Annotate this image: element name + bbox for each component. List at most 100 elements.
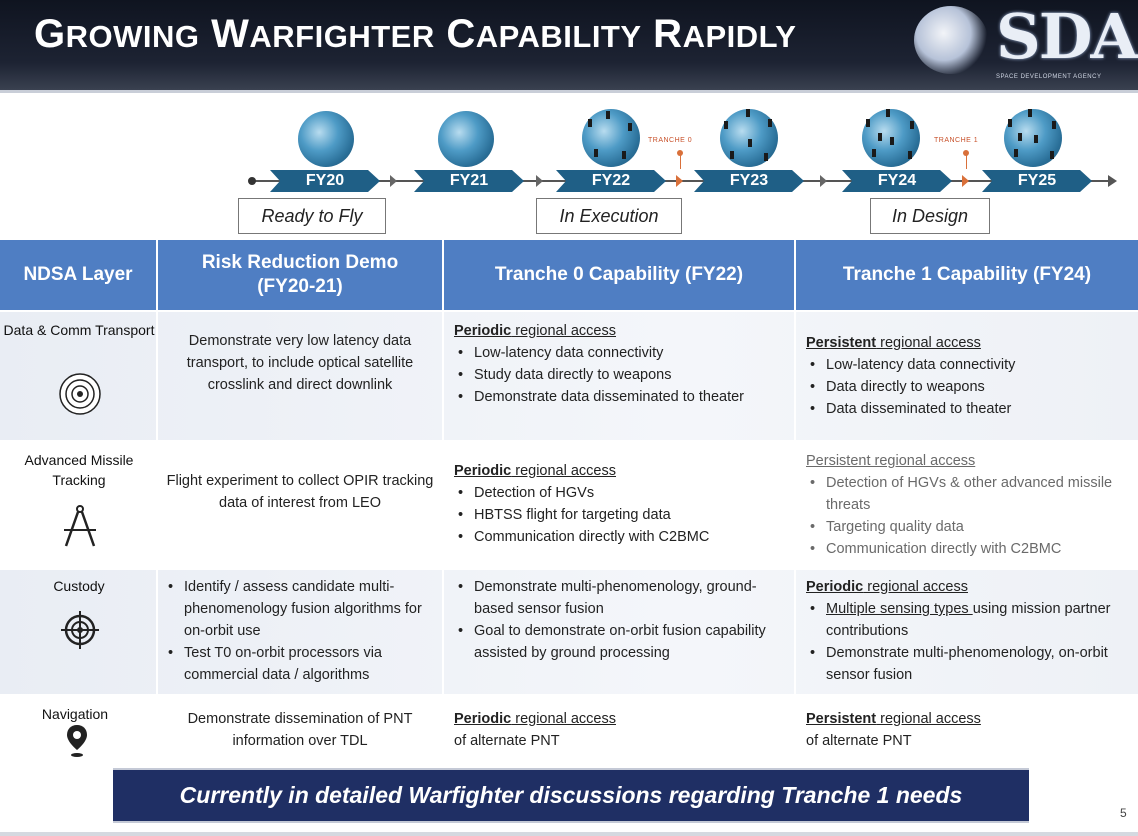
slide-title: GROWING WARFIGHTER CAPABILITY RAPIDLY bbox=[34, 12, 797, 56]
list-item: Targeting quality data bbox=[806, 516, 1134, 538]
fy23-arrow: FY23 bbox=[694, 170, 804, 192]
phase-in-design: In Design bbox=[870, 198, 990, 234]
tracking-compass-icon bbox=[64, 505, 96, 547]
fy20-arrow: FY20 bbox=[270, 170, 380, 192]
list-item: HBTSS flight for targeting data bbox=[454, 504, 786, 526]
list-item: Low-latency data connectivity bbox=[454, 342, 786, 364]
tranche1-cell: Periodic regional access Multiple sensin… bbox=[806, 576, 1134, 686]
risk-demo-cell: Demonstrate dissemination of PNT informa… bbox=[187, 711, 413, 749]
list-item: Test T0 on-orbit processors via commerci… bbox=[164, 642, 436, 686]
column-divider bbox=[156, 312, 158, 696]
tranche0-cell: Demonstrate multi-phenomenology, ground-… bbox=[454, 576, 786, 664]
tranche-1-label: TRANCHE 1 bbox=[934, 137, 979, 144]
concentric-rings-icon bbox=[59, 373, 101, 415]
tranche-0-label: TRANCHE 0 bbox=[648, 137, 693, 144]
globe-icon bbox=[914, 6, 988, 74]
column-divider bbox=[442, 312, 444, 696]
list-item: Study data directly to weapons bbox=[454, 364, 786, 386]
access-level: Persistent regional access bbox=[806, 335, 981, 351]
header-risk-reduction-demo: Risk Reduction Demo (FY20-21) bbox=[158, 240, 442, 310]
tranche-0-tick bbox=[680, 155, 681, 169]
list-item: Communication directly with C2BMC bbox=[454, 526, 786, 548]
layer-name: Custody bbox=[53, 578, 105, 594]
footer-banner: Currently in detailed Warfighter discuss… bbox=[113, 768, 1029, 823]
phase-in-execution: In Execution bbox=[536, 198, 682, 234]
header-divider bbox=[442, 240, 444, 310]
tranche-0-marker bbox=[677, 150, 683, 156]
page-number: 5 bbox=[1120, 806, 1127, 820]
list-item: Demonstrate multi-phenomenology, on-orbi… bbox=[806, 642, 1134, 686]
layer-name: Advanced Missile Tracking bbox=[24, 452, 134, 488]
list-item: Multiple sensing types using mission par… bbox=[806, 598, 1134, 642]
crosshair-target-icon bbox=[61, 611, 99, 649]
access-level: Persistent regional access bbox=[806, 453, 976, 469]
risk-demo-cell: Demonstrate very low latency data transp… bbox=[186, 333, 414, 393]
header-tranche-0: Tranche 0 Capability (FY22) bbox=[444, 240, 794, 310]
tranche-1-tick bbox=[966, 155, 967, 169]
table-row-navigation: Navigation Demonstrate dissemination of … bbox=[0, 696, 1138, 766]
list-item: Detection of HGVs bbox=[454, 482, 786, 504]
satellite-constellation-icon bbox=[720, 109, 778, 167]
bottom-border bbox=[0, 832, 1138, 836]
list-item: Identify / assess candidate multi-phenom… bbox=[164, 576, 436, 642]
access-level: Periodic regional access bbox=[454, 323, 616, 339]
logo-agency-name: SPACE DEVELOPMENT AGENCY bbox=[996, 74, 1102, 80]
header-divider bbox=[156, 240, 158, 310]
header-divider bbox=[794, 240, 796, 310]
tranche1-cell: Persistent regional access Detection of … bbox=[806, 450, 1134, 560]
risk-demo-cell: Identify / assess candidate multi-phenom… bbox=[164, 576, 436, 686]
layer-name: Data & Comm Transport bbox=[3, 322, 155, 338]
access-level: Persistent regional access bbox=[806, 711, 981, 727]
logo-letters: SDA bbox=[996, 0, 1138, 73]
fy21-arrow: FY21 bbox=[414, 170, 524, 192]
list-item: Demonstrate data disseminated to theater bbox=[454, 386, 786, 408]
tranche0-cell: Periodic regional access Low-latency dat… bbox=[454, 320, 786, 408]
table-row-custody: Custody Identify / assess candidate mult… bbox=[0, 570, 1138, 694]
timeline-start-dot bbox=[248, 177, 256, 185]
chevron-right-icon bbox=[820, 175, 827, 187]
list-item: Data disseminated to theater bbox=[806, 398, 1134, 420]
location-pin-icon bbox=[67, 725, 87, 757]
timeline-axis bbox=[254, 180, 1112, 182]
access-level: Periodic regional access bbox=[454, 463, 616, 479]
timeline: TRANCHE 0 TRANCHE 1 FY20 FY21 FY22 FY23 … bbox=[0, 95, 1138, 240]
header-ndsa-layer: NDSA Layer bbox=[0, 240, 156, 310]
access-detail: of alternate PNT bbox=[454, 733, 560, 749]
table-row-missile-tracking: Advanced Missile Tracking Flight experim… bbox=[0, 442, 1138, 568]
tranche0-cell: Periodic regional access of alternate PN… bbox=[454, 708, 786, 752]
access-detail: of alternate PNT bbox=[806, 733, 912, 749]
header-tranche-1: Tranche 1 Capability (FY24) bbox=[796, 240, 1138, 310]
satellite-constellation-icon bbox=[862, 109, 920, 167]
title-divider bbox=[0, 90, 1138, 93]
timeline-arrow-icon bbox=[1108, 175, 1117, 187]
risk-demo-cell: Flight experiment to collect OPIR tracki… bbox=[166, 473, 434, 511]
list-item: Goal to demonstrate on-orbit fusion capa… bbox=[454, 620, 786, 664]
phase-ready-to-fly: Ready to Fly bbox=[238, 198, 386, 234]
satellite-constellation-icon bbox=[438, 111, 494, 167]
chevron-right-icon bbox=[390, 175, 397, 187]
layer-name: Navigation bbox=[41, 706, 109, 722]
satellite-constellation-icon bbox=[1004, 109, 1062, 167]
access-level: Periodic regional access bbox=[454, 711, 616, 727]
satellite-constellation-icon bbox=[298, 111, 354, 167]
list-item: Communication directly with C2BMC bbox=[806, 538, 1134, 560]
tranche1-cell: Persistent regional access Low-latency d… bbox=[806, 332, 1134, 420]
tranche-1-marker bbox=[963, 150, 969, 156]
satellite-constellation-icon bbox=[582, 109, 640, 167]
chevron-right-icon bbox=[676, 175, 683, 187]
chevron-right-icon bbox=[536, 175, 543, 187]
title-bar: GROWING WARFIGHTER CAPABILITY RAPIDLY SD… bbox=[0, 0, 1138, 90]
tranche1-cell: Persistent regional access of alternate … bbox=[806, 708, 1134, 752]
list-item: Data directly to weapons bbox=[806, 376, 1134, 398]
fy24-arrow: FY24 bbox=[842, 170, 952, 192]
fy22-arrow: FY22 bbox=[556, 170, 666, 192]
sda-logo: SDA SPACE DEVELOPMENT AGENCY bbox=[900, 0, 1138, 88]
table-row-data-comm: Data & Comm Transport Demonstrate very l… bbox=[0, 312, 1138, 440]
chevron-right-icon bbox=[962, 175, 969, 187]
fy25-arrow: FY25 bbox=[982, 170, 1092, 192]
tranche0-cell: Periodic regional access Detection of HG… bbox=[454, 460, 786, 548]
list-item: Demonstrate multi-phenomenology, ground-… bbox=[454, 576, 786, 620]
list-item: Detection of HGVs & other advanced missi… bbox=[806, 472, 1134, 516]
column-divider bbox=[794, 312, 796, 696]
list-item: Low-latency data connectivity bbox=[806, 354, 1134, 376]
